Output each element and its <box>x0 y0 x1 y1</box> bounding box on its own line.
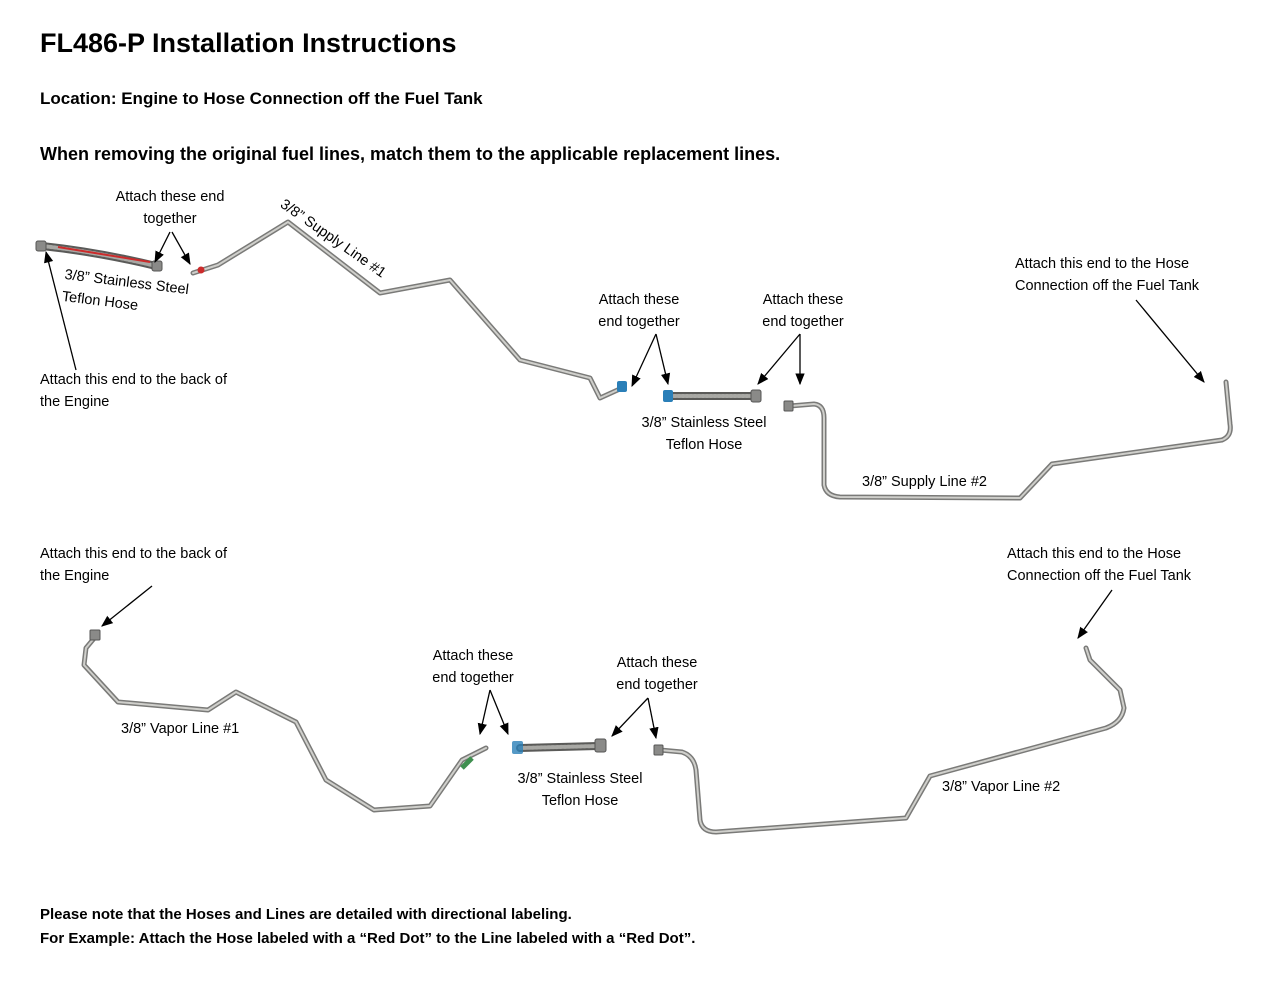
blue-fitting <box>512 741 523 754</box>
supply-line-1 <box>190 219 627 401</box>
arrow-mid-left-1 <box>631 333 657 388</box>
note-red-dot-example: For Example: Attach the Hose labeled wit… <box>40 930 696 947</box>
label-engine-top: Attach this end to the back of the Engin… <box>40 372 228 410</box>
arrow-vapor-right-2 <box>647 697 659 740</box>
label-tank-bottom: Attach this end to the Hose Connection o… <box>1007 546 1192 584</box>
arrow-engine-top <box>44 250 77 371</box>
arrow-top-attach-left <box>154 231 171 264</box>
arrow-tank-top <box>1135 299 1205 383</box>
hose-fitting <box>750 389 762 403</box>
label-vapor-attach-right: Attach these end together <box>616 655 698 693</box>
arrow-top-attach-right <box>171 231 191 266</box>
page-title: FL486-P Installation Instructions <box>40 28 457 58</box>
vapor-hose <box>512 738 607 754</box>
label-supply-hose-2: 3/8” Stainless Steel Teflon Hose <box>641 415 767 453</box>
label-supply-line-2: 3/8” Supply Line #2 <box>862 474 987 490</box>
tube-nut <box>89 629 101 641</box>
arrow-mid-right-1 <box>757 333 801 385</box>
vapor-line-1 <box>81 629 489 813</box>
red-dot-marking <box>197 266 205 274</box>
note-directional-labeling: Please note that the Hoses and Lines are… <box>40 906 572 923</box>
hose-fitting-left <box>35 240 47 252</box>
arrow-vapor-left-2 <box>489 689 509 736</box>
label-vapor-line-2: 3/8” Vapor Line #2 <box>942 779 1061 795</box>
vapor-line-2 <box>653 645 1127 835</box>
tube-nut <box>783 400 794 412</box>
location-subtitle: Location: Engine to Hose Connection off … <box>40 89 483 108</box>
arrow-tank-bottom <box>1077 589 1113 639</box>
blue-fitting <box>617 381 627 392</box>
hose-fitting <box>594 738 607 753</box>
red-dot-marking <box>57 246 151 263</box>
label-engine-bottom: Attach this end to the back of the Engin… <box>40 546 228 584</box>
supply-hose-2 <box>663 389 762 403</box>
label-mid-attach-right: Attach these end together <box>762 292 844 330</box>
arrow-mid-left-2 <box>655 333 671 386</box>
arrow-vapor-left-1 <box>477 689 491 736</box>
label-top-attach-together: Attach these end together <box>115 189 225 227</box>
label-vapor-attach-left: Attach these end together <box>432 648 514 686</box>
arrow-vapor-right-1 <box>611 697 649 737</box>
green-band-marking <box>460 756 474 770</box>
blue-fitting <box>663 390 673 402</box>
label-tank-top: Attach this end to the Hose Connection o… <box>1015 256 1200 294</box>
label-mid-attach-left: Attach these end together <box>598 292 680 330</box>
label-vapor-line-1: 3/8” Vapor Line #1 <box>121 721 240 737</box>
supply-hose-1 <box>35 240 163 272</box>
supply-line-2 <box>783 379 1233 501</box>
label-vapor-hose: 3/8” Stainless Steel Teflon Hose <box>517 771 643 809</box>
hose-fitting-right <box>151 260 163 272</box>
instruction-text: When removing the original fuel lines, m… <box>40 144 781 164</box>
arrow-engine-bottom <box>101 585 153 627</box>
tube-nut <box>653 744 664 756</box>
